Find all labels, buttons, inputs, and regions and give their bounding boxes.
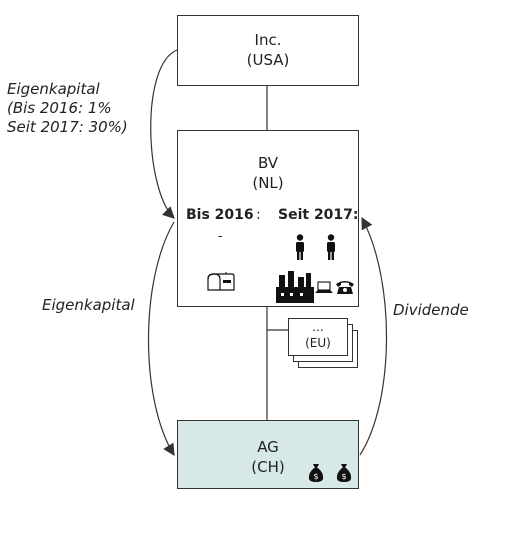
money-bag-icon: $ xyxy=(308,464,324,482)
eu-stack: ... (EU) xyxy=(288,318,360,370)
bv-box: BV (NL) Bis 2016 : - Seit 2017: xyxy=(177,130,359,307)
ag-box: AG (CH) $ $ xyxy=(177,420,359,489)
bv-before-label: Bis 2016 xyxy=(186,207,254,223)
label-equity-left: Eigenkapital xyxy=(42,296,135,314)
label-equity-top-1: Eigenkapital xyxy=(7,80,100,98)
arrow-ag-to-bv xyxy=(359,216,388,456)
bv-before-colon: : xyxy=(256,207,261,223)
bv-country: (NL) xyxy=(252,174,284,192)
inc-country: (USA) xyxy=(246,51,290,69)
bv-before-value: - xyxy=(218,229,223,244)
arrow-inc-to-bv xyxy=(150,49,178,219)
eu-label: (EU) xyxy=(305,336,331,350)
bv-after-label: Seit 2017: xyxy=(278,207,359,223)
telephone-icon xyxy=(336,281,354,294)
svg-text:$: $ xyxy=(341,472,346,481)
arrow-bv-to-ag xyxy=(147,221,175,457)
bv-name: BV xyxy=(257,154,279,172)
label-equity-top-2: (Bis 2016: 1% xyxy=(7,99,112,117)
mailbox-icon xyxy=(207,272,235,291)
inc-box: Inc. (USA) xyxy=(177,15,359,86)
inc-name: Inc. xyxy=(254,31,282,49)
factory-icon xyxy=(276,271,314,303)
ag-name: AG xyxy=(257,438,279,456)
label-dividend: Dividende xyxy=(393,301,469,319)
label-equity-top-3: Seit 2017: 30%) xyxy=(7,118,128,136)
eu-sheet-front: ... (EU) xyxy=(288,318,348,356)
laptop-icon xyxy=(315,281,333,293)
money-bag-icon: $ xyxy=(336,464,352,482)
person-icon xyxy=(327,234,335,260)
person-icon xyxy=(296,234,304,260)
svg-text:$: $ xyxy=(313,472,318,481)
eu-dots: ... xyxy=(312,320,324,334)
ag-country: (CH) xyxy=(251,458,285,476)
